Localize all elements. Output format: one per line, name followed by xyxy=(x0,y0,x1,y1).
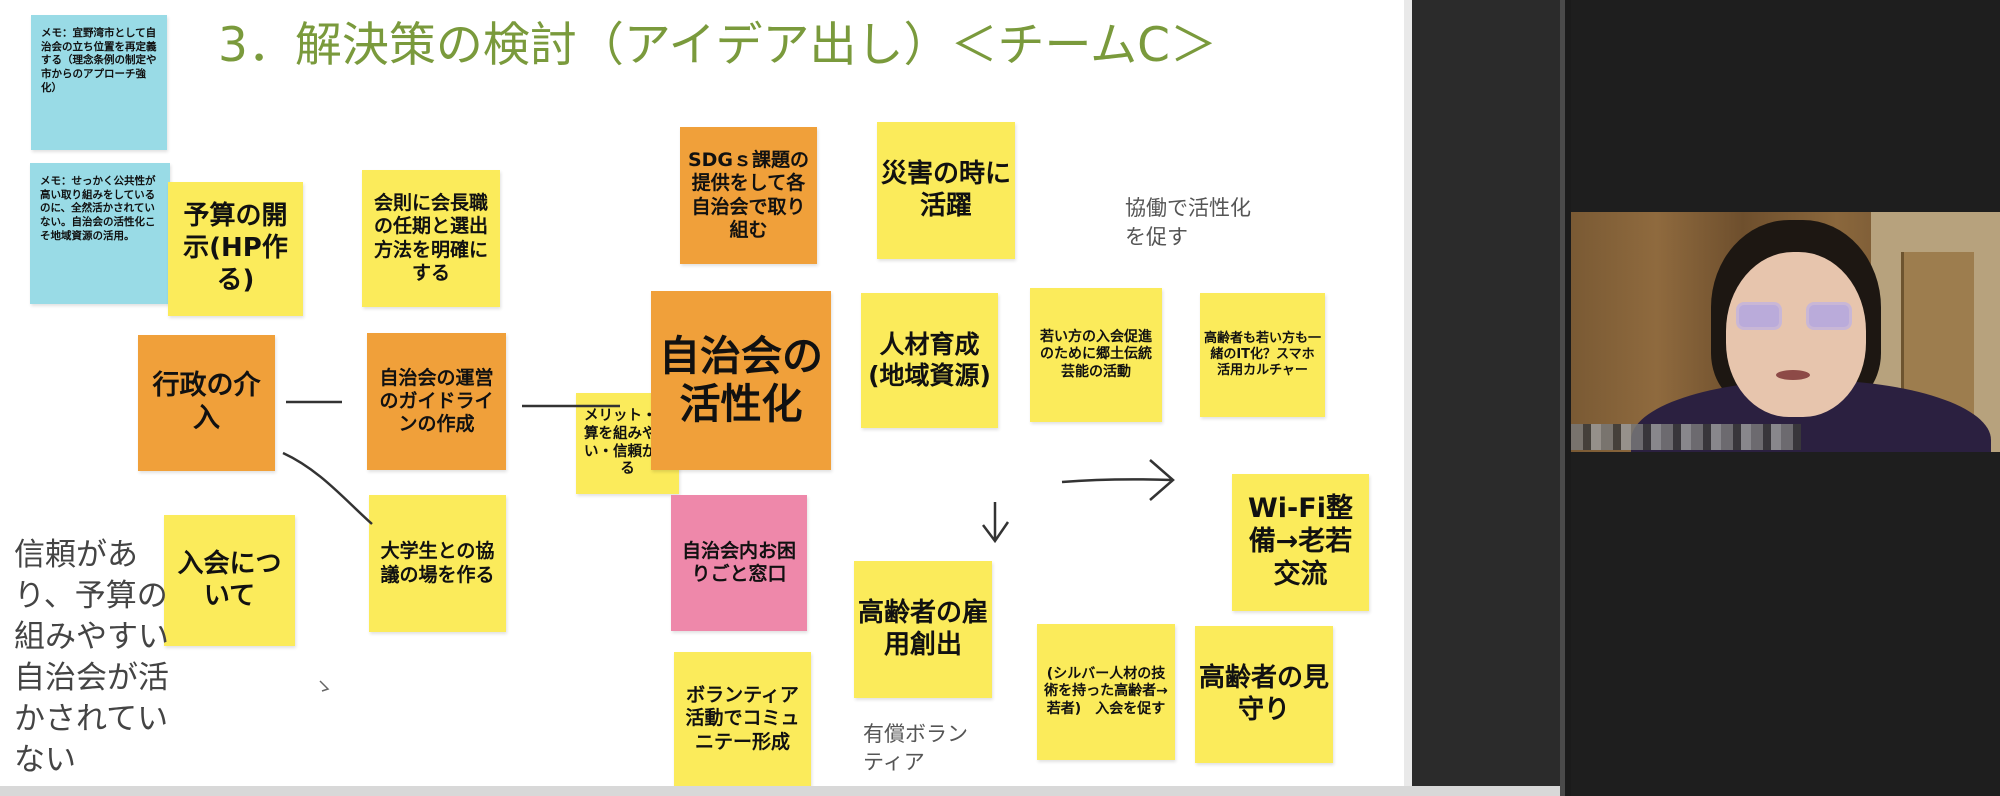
panel-divider[interactable] xyxy=(1560,0,1565,796)
note-membership[interactable]: 入会について xyxy=(164,515,295,646)
note-budget-disclosure[interactable]: 予算の開示(HP作る) xyxy=(168,182,303,316)
bottom-strip xyxy=(0,786,1560,796)
participant-glasses-right xyxy=(1806,302,1852,330)
note-wifi[interactable]: Wi-Fi整備→老若交流 xyxy=(1232,474,1369,611)
note-elderly-watch[interactable]: 高齢者の見守り xyxy=(1195,626,1333,763)
note-youth[interactable]: 若い方の入会促進のために郷土伝統芸能の活動 xyxy=(1030,288,1162,422)
slide-canvas: 3．解決策の検討（アイデア出し）＜チームC＞ メモ：宜野湾市として自治会の立ち位… xyxy=(0,0,1404,786)
annotation-paid-volunteer: 有償ボランティア xyxy=(863,722,968,774)
note-guideline[interactable]: 自治会の運営のガイドラインの作成 xyxy=(367,333,506,470)
note-university[interactable]: 大学生との協議の場を作る xyxy=(369,495,506,632)
memo-note-2[interactable]: メモ：せっかく公共性が高い取り組みをしているのに、全然活かされていない。自治会の… xyxy=(30,163,170,304)
slide-border xyxy=(1404,0,1412,786)
participant-name-blurred xyxy=(1571,424,1801,450)
note-talent[interactable]: 人材育成(地域資源) xyxy=(861,293,998,428)
participant-glasses-left xyxy=(1736,302,1782,330)
note-consultation[interactable]: 自治会内お困りごと窓口 xyxy=(671,495,807,631)
participant-face xyxy=(1726,252,1866,417)
participant-video[interactable] xyxy=(1571,212,2000,452)
note-activation[interactable]: 自治会の活性化 xyxy=(651,291,831,470)
note-admin-intervention[interactable]: 行政の介入 xyxy=(138,335,275,471)
participant-mouth xyxy=(1776,370,1810,380)
note-silver[interactable]: (シルバー人材の技術を持った高齢者→若者) 入会を促す xyxy=(1037,624,1175,760)
note-elderly-employment[interactable]: 高齢者の雇用創出 xyxy=(854,561,992,698)
note-volunteer[interactable]: ボランティア活動でコミュニテー形成 xyxy=(674,652,811,786)
annotation-collaboration: 協働で活性化を促す xyxy=(1125,196,1251,249)
annotation-trust: 信頼があり、予算の組みやすい自治会が活かされていない xyxy=(14,537,169,778)
note-elderly-it[interactable]: 高齢者も若い方も一緒のIT化？スマホ活用カルチャー xyxy=(1200,293,1325,417)
memo-note-1[interactable]: メモ：宜野湾市として自治会の立ち位置を再定義する（理念条例の制定や市からのアプロ… xyxy=(31,15,167,150)
slide-title: 3．解決策の検討（アイデア出し）＜チームC＞ xyxy=(218,18,1217,73)
note-disaster[interactable]: 災害の時に活躍 xyxy=(877,122,1015,259)
panel-divider-shadow xyxy=(1565,0,1571,796)
note-bylaws[interactable]: 会則に会長職の任期と選出方法を明確にする xyxy=(362,170,500,307)
note-sdgs[interactable]: SDGｓ課題の提供をして各自治会で取り組む xyxy=(680,127,817,264)
